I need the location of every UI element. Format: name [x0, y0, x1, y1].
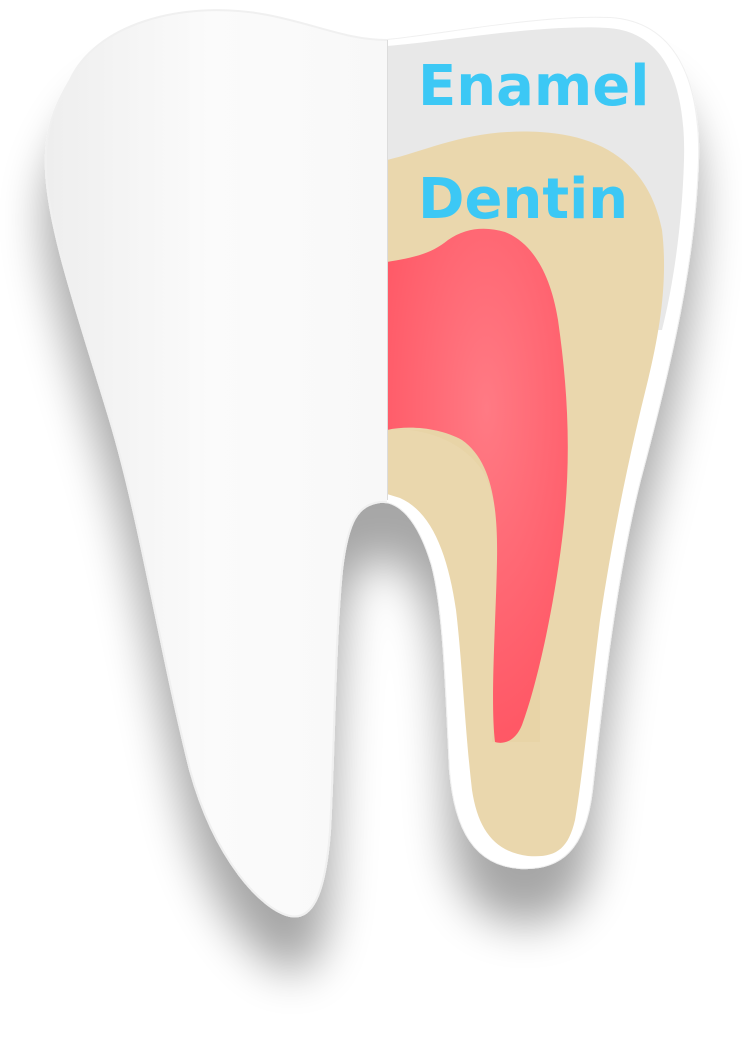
cross-section-half [387, 17, 699, 869]
label-enamel: Enamel [418, 54, 649, 119]
pulp-chamber [387, 228, 568, 743]
label-dentin: Dentin [418, 167, 628, 232]
